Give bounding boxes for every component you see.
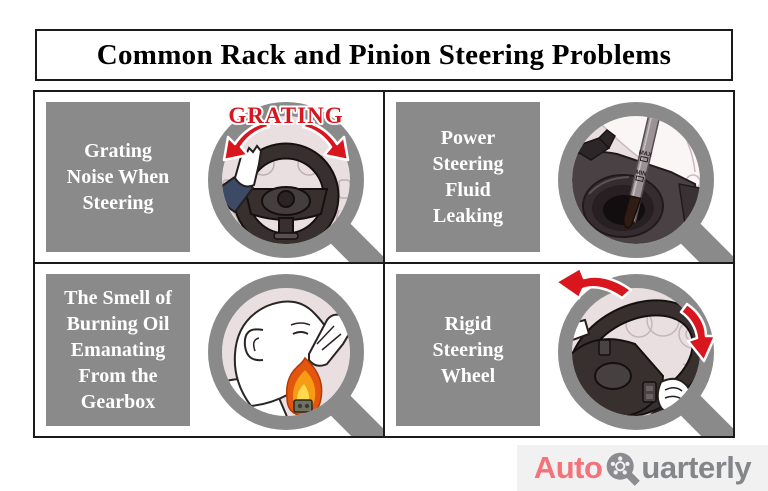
steering-wheel-hub [572,338,665,416]
title-box: Common Rack and Pinion Steering Problems [35,29,733,81]
nose-pinch-illustration [208,274,383,436]
reservoir-handle [572,129,616,161]
closed-eye [292,331,309,335]
grating-annotation: GRATING [228,103,343,128]
brand-footer: Auto uarterly [517,445,768,491]
magnifier-q-ring [208,274,364,430]
grating-arrow-right [301,120,350,162]
steering-wheel-grating-illustration: GRATING [208,101,383,262]
magnifier-q-tail [673,216,733,262]
dipstick: MAX MIN [622,116,670,229]
grating-arrow-left [222,120,271,162]
rigid-wheel-illustration [554,266,733,436]
magnifier-q-tail [323,388,383,436]
magnifier-q-tail [673,388,733,436]
logo-auto-text: Auto [533,450,603,485]
dipstick-leak-illustration: MAX MIN [558,102,733,262]
magnifier-q-ring [558,102,714,258]
logo-quarterly-text: uarterly [641,450,752,485]
magnifier-q-ring [208,102,364,258]
gearbox [293,399,313,413]
ear [243,328,264,362]
turn-arrow-down [679,302,717,363]
flame [285,356,323,416]
magnifier-q-tail [323,216,383,262]
wheel-q-icon [607,452,641,486]
eyebrow [290,322,311,326]
reservoir-opening [582,174,664,238]
dipstick-min-mark: MIN [635,170,647,178]
page-title: Common Rack and Pinion Steering Problems [96,38,672,71]
dipstick-max-mark: MAX [638,150,652,159]
fluid-drip [622,195,642,229]
turn-arrow-left [554,266,633,300]
